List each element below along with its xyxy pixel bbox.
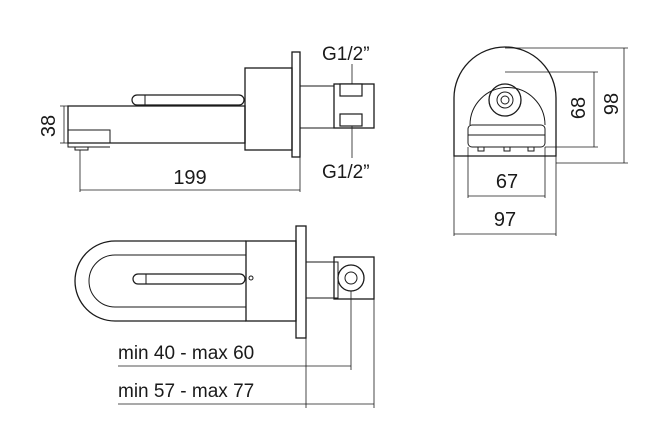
outlet-core [496, 91, 514, 109]
top-view: min 40 - max 60 min 57 - max 77 [74, 225, 375, 408]
spout-nozzle [74, 147, 89, 151]
outer-width-label: 97 [494, 209, 516, 231]
wall-range-1-label: min 40 - max 60 [118, 343, 254, 364]
top-inner-loop [88, 254, 246, 308]
top-inlet-ring [337, 264, 365, 292]
side-view: G1/2” G1/2” 38 199 [38, 44, 375, 192]
inner-width-label: 67 [496, 171, 518, 193]
wall-plate [291, 51, 301, 158]
top-lever [132, 273, 246, 285]
spout-body [67, 105, 246, 144]
top-body [245, 240, 297, 322]
top-connector [305, 261, 339, 299]
length-dim-label: 199 [173, 167, 206, 189]
spout-inner-line [68, 129, 111, 143]
front-outer-outline [453, 46, 557, 157]
lever [131, 94, 245, 106]
thread-label-bottom: G1/2” [322, 162, 370, 183]
wall-range-2-label: min 57 - max 77 [118, 381, 254, 402]
inlet-bottom [339, 113, 363, 127]
top-inlet-block [333, 256, 375, 300]
outer-height-label: 98 [601, 93, 623, 115]
top-outer-loop [74, 240, 246, 322]
connector [299, 85, 335, 129]
front-view: 67 97 68 98 [453, 46, 628, 236]
top-wall-plate [295, 225, 307, 339]
height-dim-label: 38 [38, 115, 60, 137]
body-block [244, 67, 293, 151]
front-base [467, 124, 546, 148]
inlet-top [339, 83, 363, 97]
inner-height-label: 68 [568, 97, 590, 119]
spout-lip [67, 143, 110, 148]
thread-label-top: G1/2” [322, 44, 370, 65]
front-inner-arch [469, 87, 546, 126]
outlet-ring [488, 83, 522, 117]
